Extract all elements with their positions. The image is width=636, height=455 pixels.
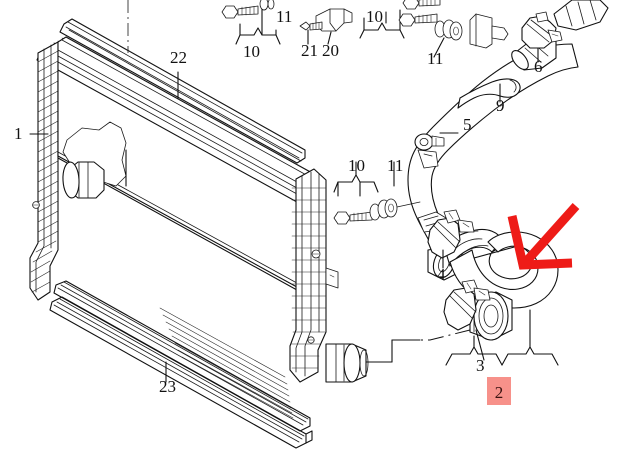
washer-bushing-11b [434,19,463,41]
callout-9-vent-pipe: 9 [496,96,505,115]
fastener-group-top-left [221,0,281,45]
callout-1-intercooler: 1 [14,124,23,143]
callout-brackets-bottom [365,309,559,366]
hose-clamp-4 [427,209,475,269]
washer-bushing-11c [369,198,398,221]
hex-bolt-10b2 [398,13,438,27]
callout-22-upper-trim: 22 [170,48,187,67]
callout-labels: 1 22 23 10 11 21 20 10 11 6 9 5 10 11 4 … [14,7,543,396]
callout-21-screw: 21 [301,41,318,60]
bracket-20-screw-21 [299,8,353,45]
callout-4-clamp-upper-hose: 4 [437,265,446,284]
intercooler-right-tank [289,168,339,383]
pipe-right-end [553,0,609,31]
hex-bolt-10b [402,0,441,10]
intercooler-outlet-neck [325,343,369,383]
pipe-boss-fitting [414,133,445,169]
clamp-6 [521,11,563,63]
callout-11-bushing-top-middle: 11 [427,49,443,68]
hex-bolt-10c [333,211,373,225]
highlight-box-2 [487,377,511,405]
charge-air-pipe-5 [407,0,609,281]
callout-3-hose-clamp: 3 [476,356,485,375]
bushing-11a [259,0,275,11]
callout-2-charge-air-hose: 2 [494,383,504,402]
red-pointer-arrow [507,202,580,270]
vent-branch-9 [457,78,521,109]
callout-5-charge-pipe: 5 [463,115,472,134]
fastener-group-top-middle [359,0,509,58]
intercooler-inlet-port [62,121,127,199]
callout-10-bolt-upper-left: 10 [243,42,260,61]
callout-10-bolt-mid-left: 10 [348,156,365,175]
intercooler-assembly [29,18,369,449]
callout-23-lower-trim: 23 [159,377,176,396]
hose-clamp-3 [443,279,491,361]
hex-bolt-10a [221,5,259,19]
lower-trim-rail-23 [49,280,313,449]
callout-11-bushing-mid-left: 11 [387,156,403,175]
callout-11-bushing-upper-left: 11 [276,7,292,26]
intercooler-left-tank [29,41,59,301]
callout-6-clamp: 6 [534,57,543,76]
callout-10-bolt-top-middle: 10 [366,7,383,26]
fastener-group-mid-left [333,161,421,225]
callout-20-bracket: 20 [322,41,339,60]
